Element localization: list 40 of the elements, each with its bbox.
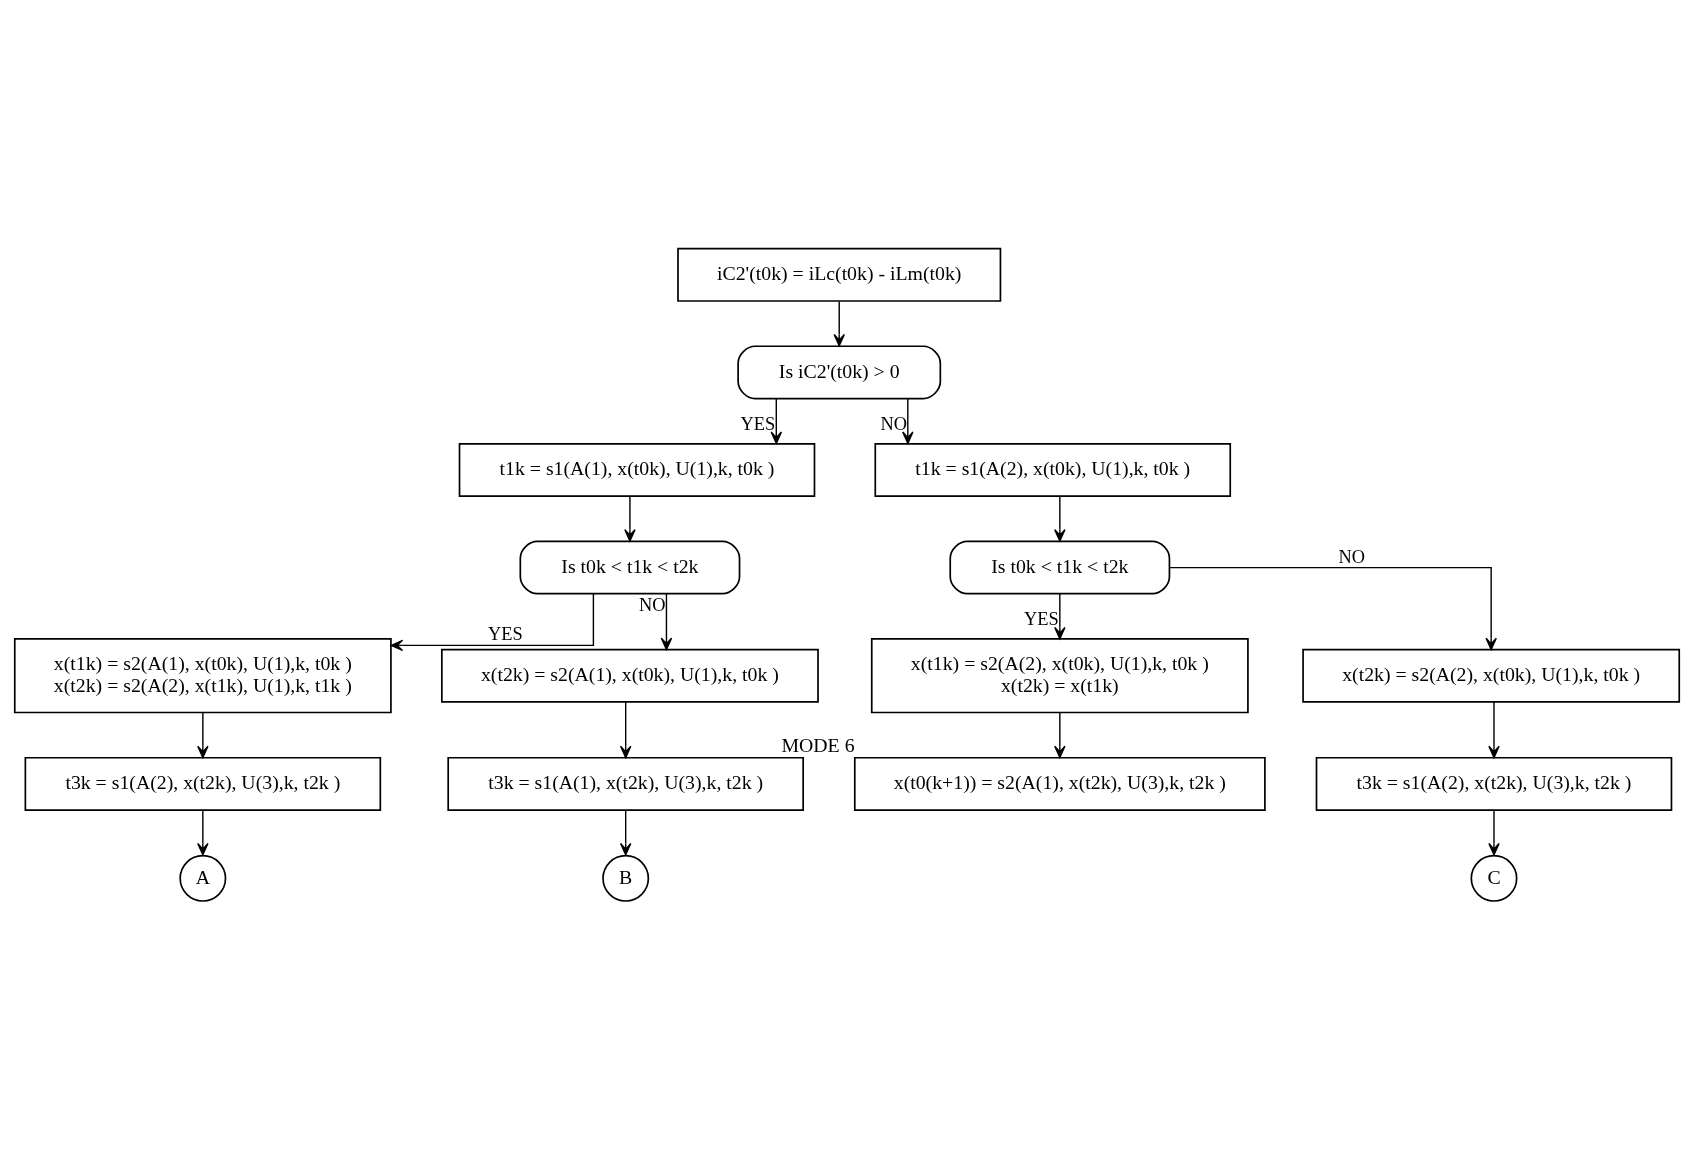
node-label: MODE 6 [781, 734, 855, 757]
node-box: t3k = s1(A(2), x(t2k), U(3),k, t2k ) [24, 756, 382, 811]
edge-label: YES [740, 414, 776, 435]
edge-label: NO [880, 414, 907, 435]
edge-label: NO [1338, 546, 1365, 567]
node-box: t1k = s1(A(2), x(t0k), U(1),k, t0k ) [874, 442, 1232, 497]
node-box: x(t0(k+1)) = s2(A(1), x(t2k), U(3),k, t2k ) [853, 756, 1266, 811]
node-box: x(t2k) = s2(A(2), x(t0k), U(1),k, t0k ) [1302, 648, 1681, 703]
arrow [770, 398, 783, 445]
arrow [1054, 712, 1066, 759]
arrow [1054, 495, 1066, 542]
node-circle: A [179, 854, 227, 902]
node-circle: C [1470, 854, 1518, 902]
node-box: x(t1k) = s2(A(1), x(t0k), U(1),k, t0k ) x(t2k) = s2(A(2), x(t1k), U(1),k, t1k ) [13, 638, 392, 714]
node-box: t3k = s1(A(1), x(t2k), U(3),k, t2k ) [447, 756, 804, 811]
arrow [1488, 809, 1500, 856]
arrow [619, 701, 632, 759]
node-box: t1k = s1(A(1), x(t0k), U(1),k, t0k ) [458, 442, 816, 497]
arrow [660, 593, 673, 651]
arrow [197, 809, 209, 856]
edge-label: YES [1024, 609, 1059, 630]
arrow [1488, 701, 1500, 759]
arrow [902, 398, 914, 445]
arrow [619, 809, 632, 856]
arrow [1169, 566, 1497, 651]
arrow [197, 712, 209, 759]
arrow [1054, 593, 1066, 640]
node-box: t3k = s1(A(2), x(t2k), U(3),k, t2k ) [1315, 756, 1673, 811]
node-box: Is t0k < t1k < t2k [519, 540, 741, 595]
arrow [833, 300, 845, 347]
arrow [390, 593, 595, 652]
node-box: x(t2k) = s2(A(1), x(t0k), U(1),k, t0k ) [441, 648, 819, 703]
node-box: x(t1k) = s2(A(2), x(t0k), U(1),k, t0k ) x(t2k) = x(t1k) [870, 638, 1249, 714]
arrow [624, 495, 636, 542]
node-box: Is iC2'(t0k) > 0 [737, 345, 942, 400]
node-circle: B [602, 854, 650, 902]
node-box: Is t0k < t1k < t2k [949, 540, 1171, 595]
edge-label: YES [487, 624, 523, 645]
edge-label: NO [639, 594, 666, 615]
node-box: iC2'(t0k) = iLc(t0k) - iLm(t0k) [677, 247, 1002, 302]
